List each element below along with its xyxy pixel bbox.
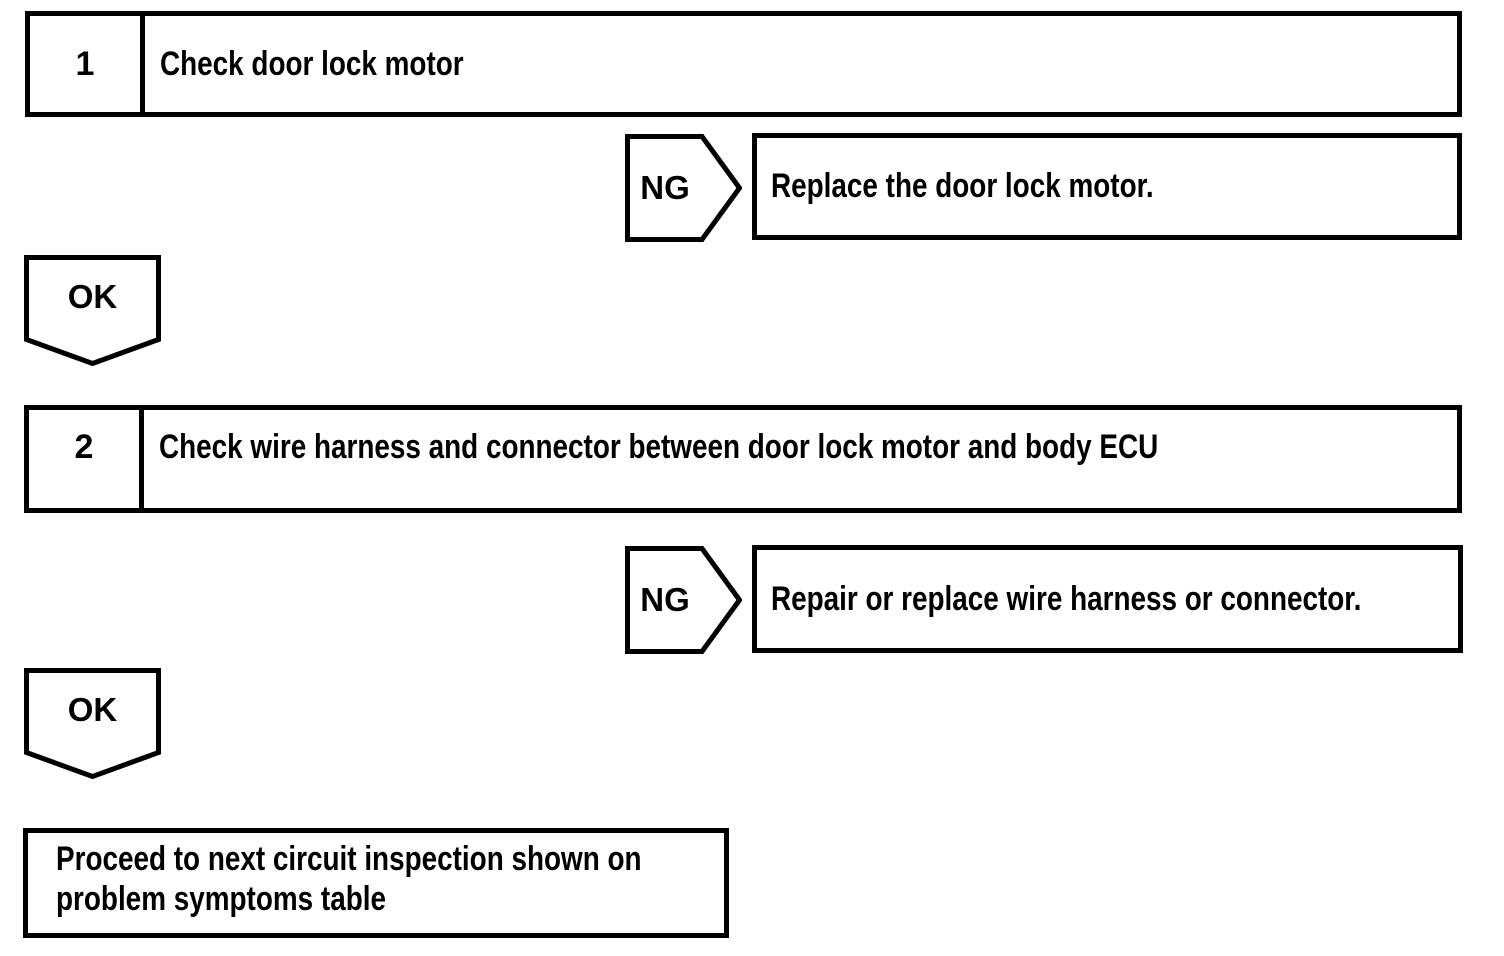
step-2-ok-tag: OK [24,668,161,779]
step-1-number: 1 [30,16,145,112]
ng-arrow-right-shape [625,134,742,242]
end-box: Proceed to next circuit inspection shown… [23,828,729,938]
step-2-ng-label: NG [640,581,690,618]
step-1-title-cell: Check door lock motor [145,16,1457,112]
ng-arrow-right-shape [625,546,742,654]
end-box-line-1: Proceed to next circuit inspection shown… [56,840,642,878]
ok-arrow-down-shape [24,668,161,779]
step-1-ng-tag: NG [625,134,742,242]
end-box-line-2: problem symptoms table [56,880,386,918]
step-2-ng-action-box: Repair or replace wire harness or connec… [752,545,1463,653]
step-2-number: 2 [29,410,144,508]
step-2-ok-label: OK [67,691,118,728]
step-1-box: 1 Check door lock motor [25,11,1462,117]
ok-arrow-down-shape [24,255,161,366]
step-2-box: 2 Check wire harness and connector betwe… [24,405,1462,513]
step-1-ng-action: Replace the door lock motor. [771,167,1154,205]
step-1-title: Check door lock motor [160,44,464,83]
step-2-title: Check wire harness and connector between… [159,428,1159,466]
step-1-ng-action-box: Replace the door lock motor. [752,133,1462,240]
step-1-ng-label: NG [640,169,690,206]
step-2-ng-action: Repair or replace wire harness or connec… [771,579,1362,618]
step-1-ok-tag: OK [24,255,161,366]
step-2-ng-tag: NG [625,546,742,654]
step-2-title-cell: Check wire harness and connector between… [144,410,1457,508]
step-1-ok-label: OK [67,278,118,315]
